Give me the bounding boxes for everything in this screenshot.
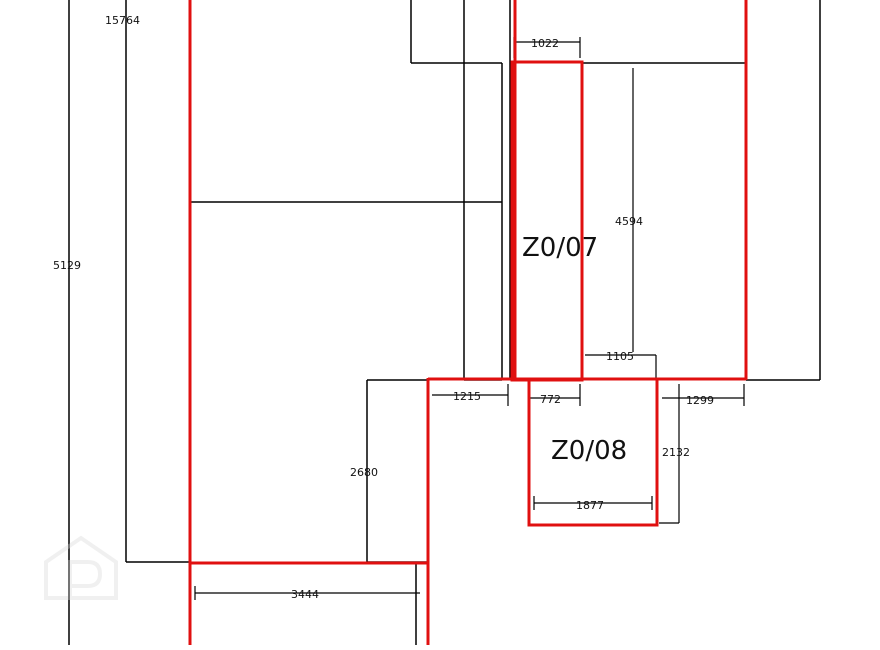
dimension-label-1105: 1105 bbox=[606, 350, 634, 363]
house-p-watermark-icon bbox=[44, 535, 118, 600]
dimension-label-2132: 2132 bbox=[662, 446, 690, 459]
dimension-label-1877: 1877 bbox=[576, 499, 604, 512]
dimension-label-4594: 4594 bbox=[615, 215, 643, 228]
room-label-z007: Z0/07 bbox=[522, 233, 598, 263]
dimension-label-1299: 1299 bbox=[686, 394, 714, 407]
dimension-label-5129: 5129 bbox=[53, 259, 81, 272]
dimension-label-3444: 3444 bbox=[291, 588, 319, 601]
dimension-label-1215: 1215 bbox=[453, 390, 481, 403]
room-label-z008: Z0/08 bbox=[551, 436, 627, 466]
red-highlight-walls bbox=[188, 0, 748, 645]
dimension-leaders bbox=[194, 37, 745, 600]
dimension-label-15764: 15764 bbox=[105, 14, 140, 27]
dimension-label-772: 772 bbox=[540, 393, 561, 406]
dimension-label-1022: 1022 bbox=[531, 37, 559, 50]
black-plan-lines bbox=[68, 0, 821, 645]
dimension-label-2680: 2680 bbox=[350, 466, 378, 479]
